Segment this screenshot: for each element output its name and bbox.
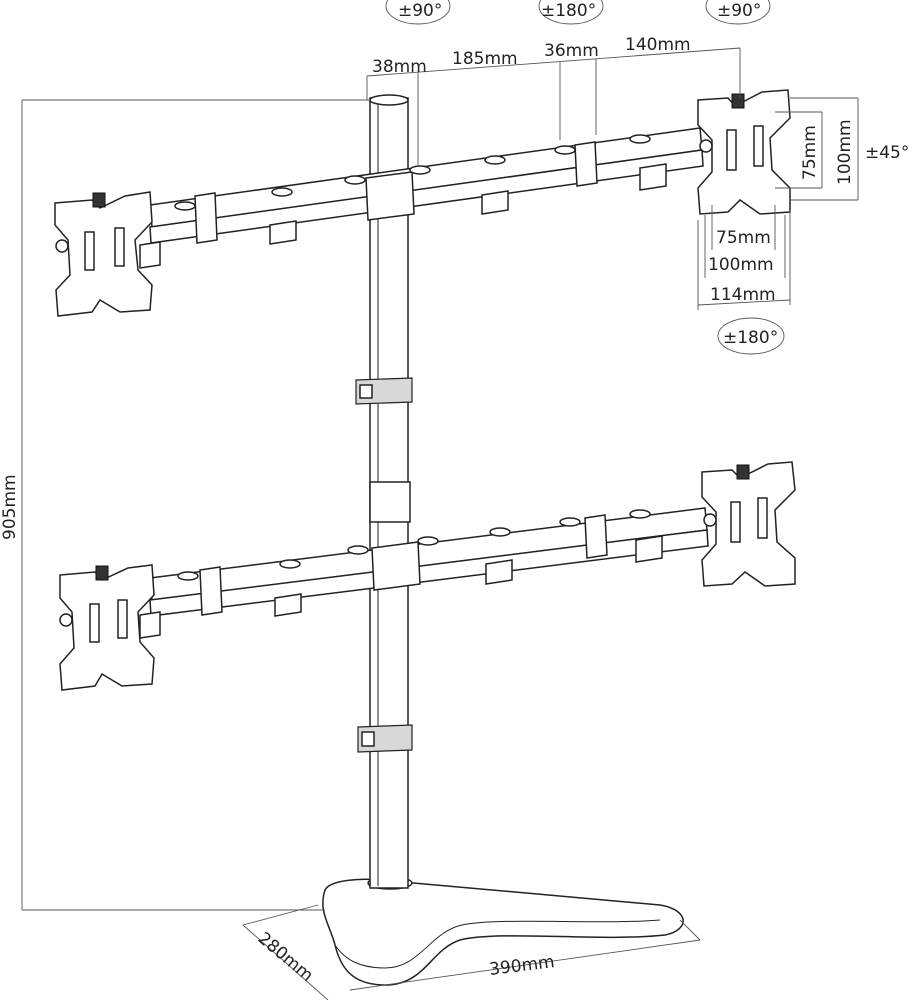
- cable-clip-upper: [355, 377, 413, 405]
- lower-arm: [139, 507, 709, 639]
- vesa-height-75: 75mm: [800, 125, 820, 180]
- base-depth-label: 280mm: [254, 929, 317, 986]
- vesa-plate-bottom-right: [701, 461, 796, 587]
- arm-dimension-lines: [366, 47, 741, 165]
- vesa-height-100: 100mm: [835, 119, 855, 185]
- rotation-label-top-right: ±90°: [717, 1, 761, 21]
- cable-clip-lower: [357, 724, 413, 753]
- vesa-width-75: 75mm: [716, 228, 771, 248]
- vesa-width-100: 100mm: [708, 255, 774, 275]
- vesa-plate-bottom-left: [59, 564, 155, 691]
- rotation-label-top-center: ±180°: [541, 1, 596, 21]
- upper-arm: [139, 127, 704, 269]
- arm-dim-140mm: 140mm: [625, 35, 691, 55]
- vesa-width-114: 114mm: [710, 285, 776, 305]
- vesa-dimension-lines: [697, 97, 859, 310]
- height-dimension-lines: [21, 99, 370, 911]
- stand-height-label: 905mm: [0, 474, 20, 540]
- base-dimension-lines: [242, 904, 701, 1000]
- rotation-label-top-left: ±90°: [398, 1, 442, 21]
- arm-dim-185mm: 185mm: [452, 49, 518, 69]
- arm-dim-36mm: 36mm: [544, 41, 599, 61]
- vesa-plate-top-left: [54, 191, 153, 317]
- base-width-label: 390mm: [488, 952, 556, 980]
- arm-dim-38mm: 38mm: [372, 57, 427, 77]
- rotation-label-vesa-tilt: ±45°: [865, 143, 909, 163]
- rotation-indicators: [385, 0, 785, 355]
- rotation-label-vesa-rotate: ±180°: [723, 328, 778, 348]
- vesa-plate-top-right: [697, 89, 791, 215]
